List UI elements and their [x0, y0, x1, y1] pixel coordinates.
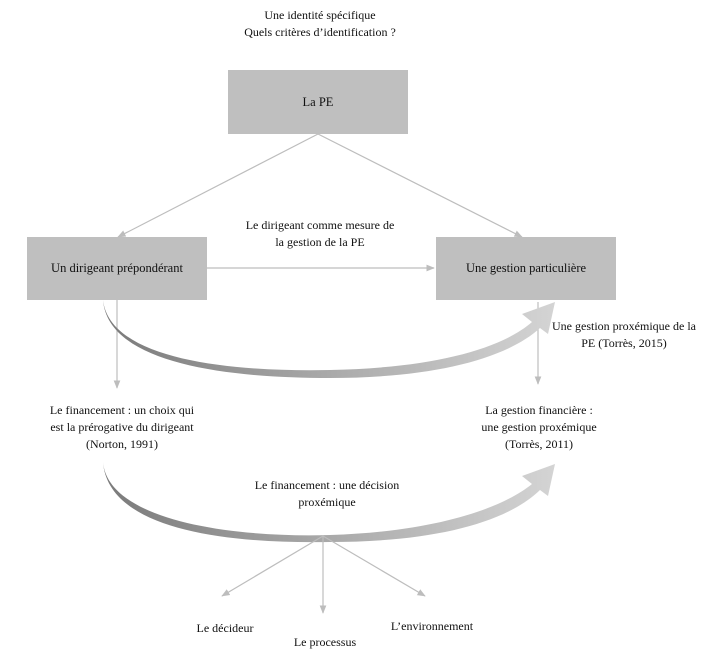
leaf-processus: Le processus — [293, 635, 357, 649]
arrow-pe-to-gestion — [317, 133, 523, 238]
label-gestion-proxemique-line-2: PE (Torrès, 2015) — [581, 336, 667, 350]
label-financement-choix-line-2: est la prérogative du dirigeant — [50, 420, 194, 434]
label-financement-choix-line-3: (Norton, 1991) — [86, 437, 158, 451]
label-financement-decision: Le financement : une décision proxémique — [232, 477, 422, 511]
label-gestion-proxemique: Une gestion proxémique de la PE (Torrès,… — [538, 318, 710, 352]
curve-arrow-upper — [103, 300, 555, 378]
leaf-environnement: L’environnement — [390, 619, 474, 633]
label-gestion-financiere-line-2: une gestion proxémique — [481, 420, 597, 434]
label-financement-choix-line-1: Le financement : un choix qui — [49, 403, 195, 417]
arrow-to-decideur — [221, 535, 324, 597]
label-dirigeant-mesure: Le dirigeant comme mesure de la gestion … — [210, 217, 430, 251]
label-financement-decision-line-1: Le financement : une décision — [254, 478, 400, 492]
label-dirigeant-mesure-line-2: la gestion de la PE — [275, 235, 365, 249]
label-gestion-financiere: La gestion financière : une gestion prox… — [448, 402, 630, 453]
label-dirigeant-mesure-line-1: Le dirigeant comme mesure de — [245, 218, 395, 232]
box-gestion: Une gestion particulière — [436, 237, 616, 300]
arrow-pe-to-dirigeant — [117, 133, 319, 238]
arrow-to-environnement — [322, 535, 426, 597]
curve-arrow-lower — [103, 462, 555, 543]
header-line-1: Une identité spécifique — [264, 8, 376, 22]
leaf-decideur: Le décideur — [196, 621, 254, 635]
label-gestion-proxemique-line-1: Une gestion proxémique de la — [552, 319, 696, 333]
box-dirigeant-label: Un dirigeant prépondérant — [51, 261, 183, 275]
label-financement-choix: Le financement : un choix qui est la pré… — [22, 402, 222, 453]
label-gestion-financiere-line-3: (Torrès, 2011) — [504, 437, 574, 451]
box-dirigeant: Un dirigeant prépondérant — [27, 237, 207, 300]
label-financement-decision-line-2: proxémique — [298, 495, 356, 509]
header-line-2: Quels critères d’identification ? — [244, 25, 396, 39]
label-gestion-financiere-line-1: La gestion financière : — [485, 403, 593, 417]
box-la-pe-label: La PE — [302, 94, 334, 109]
header-title: Une identité spécifique Quels critères d… — [200, 7, 440, 41]
box-la-pe: La PE — [228, 70, 408, 134]
box-gestion-label: Une gestion particulière — [465, 261, 587, 275]
